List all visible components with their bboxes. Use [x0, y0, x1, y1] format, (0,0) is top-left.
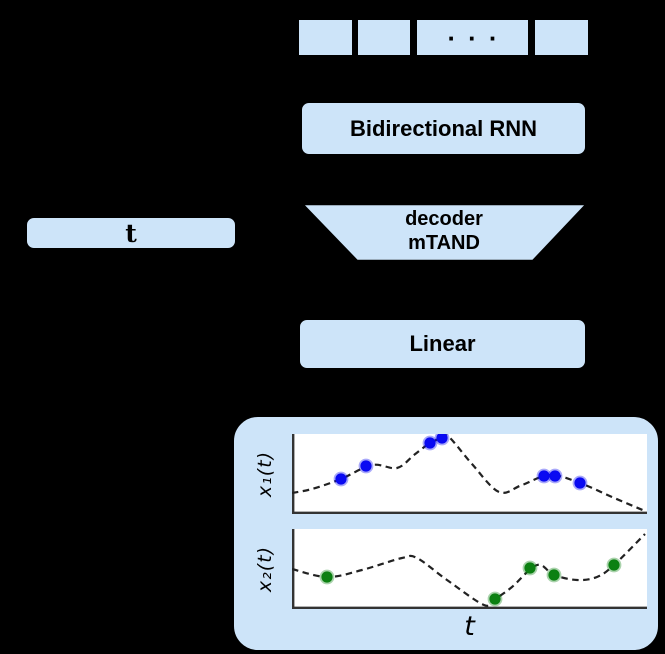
decoder-mtand-trapezoid: decoder mTAND: [293, 200, 595, 266]
hidden-state-cell-n: [533, 18, 590, 57]
decoder-mtand-label: decoder mTAND: [293, 200, 595, 255]
x2-axis-label: x₂(t): [254, 545, 277, 593]
bidirectional-rnn-box: Bidirectional RNN: [300, 101, 587, 156]
timeseries-panel: x₁(t) x₂(t) t: [232, 415, 660, 652]
decoder-label-line1: decoder: [405, 208, 483, 230]
x1-axis-label: x₁(t): [254, 450, 277, 498]
decoder-label-line2: mTAND: [408, 232, 480, 254]
linear-label: Linear: [409, 331, 476, 356]
hidden-state-cell-1: [297, 18, 354, 57]
reference-time-box: t: [25, 216, 237, 250]
time-axis-label: t: [464, 611, 475, 642]
x2-plot: [292, 529, 647, 609]
trapezoid-shape: [299, 202, 590, 263]
x2-chart-svg: [292, 529, 647, 609]
hidden-state-ellipsis-cell: ···: [415, 18, 530, 57]
hidden-state-cell-2: [356, 18, 412, 57]
time-box-label: t: [125, 218, 137, 248]
x1-plot: [292, 434, 647, 514]
linear-box: Linear: [298, 318, 587, 370]
bidirectional-rnn-label: Bidirectional RNN: [349, 115, 538, 141]
ellipsis-dots: ···: [447, 22, 510, 53]
x1-chart-svg: [292, 434, 647, 514]
